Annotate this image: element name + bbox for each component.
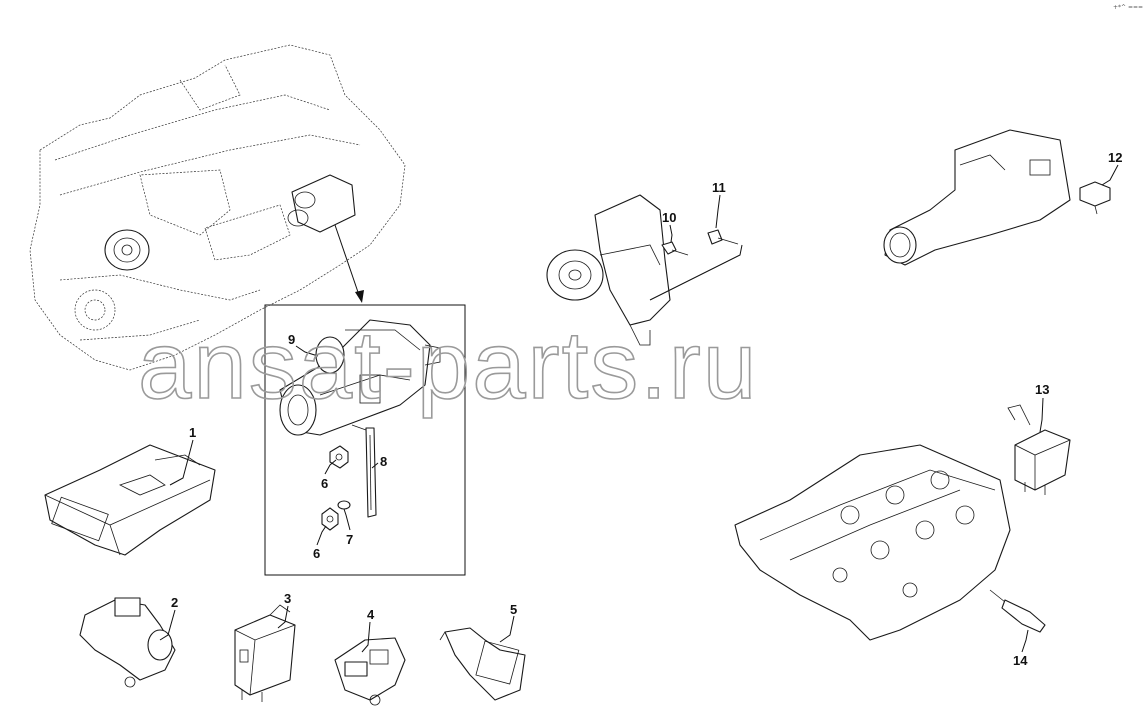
thermostat-housing-icon: [883, 129, 1071, 266]
leader-lines: [159, 164, 1119, 653]
detail-arrow: [334, 224, 364, 303]
cylinder-head-icon: [734, 444, 1011, 641]
callout-14: 14: [1013, 653, 1028, 668]
engine-starter-icon: [287, 174, 356, 233]
starter-detail-box: [264, 304, 466, 576]
relay-3-icon: [234, 604, 296, 702]
engine-block: [29, 44, 406, 371]
washer-icon: [337, 500, 351, 510]
callout-6-upper: 6: [321, 476, 328, 491]
watermark-text: ansat-parts.ru: [138, 312, 758, 419]
nut-upper-icon: [329, 445, 349, 469]
sensor-5-icon: [439, 627, 526, 701]
sensor-2-icon: [79, 597, 176, 688]
callout-6-lower: 6: [313, 546, 320, 561]
callout-8: 8: [380, 454, 387, 469]
alternator-icon: [104, 229, 150, 271]
callout-9: 9: [288, 332, 295, 347]
starter-motor-icon: [279, 319, 441, 436]
sensor-4-icon: [334, 637, 406, 706]
stud-bolt-icon: [351, 424, 377, 518]
callout-12: 12: [1108, 150, 1122, 165]
callout-13: 13: [1035, 382, 1049, 397]
sensor-14-icon: [989, 589, 1046, 633]
ecu-module-icon: [44, 444, 216, 556]
bolt-10-icon: [661, 241, 689, 256]
callout-1: 1: [189, 425, 196, 440]
pump-bracket-icon: [546, 194, 671, 346]
callout-3: 3: [284, 591, 291, 606]
callout-10: 10: [662, 210, 676, 225]
bolt-11-icon: [707, 229, 739, 245]
callout-7: 7: [346, 532, 353, 547]
nut-lower-icon: [321, 507, 339, 531]
callout-4: 4: [367, 607, 375, 622]
sensor-12-icon: [1079, 181, 1111, 215]
bracket-leader: [649, 244, 743, 301]
corner-mark: +*^ ===: [1113, 4, 1143, 11]
relay-13-icon: [1007, 404, 1071, 495]
callout-5: 5: [510, 602, 517, 617]
callout-11: 11: [712, 180, 726, 195]
callout-labels: 1 2 3 4 5 6 6 7 8 9 10 11 12 13 14: [171, 150, 1122, 668]
callout-2: 2: [171, 595, 178, 610]
